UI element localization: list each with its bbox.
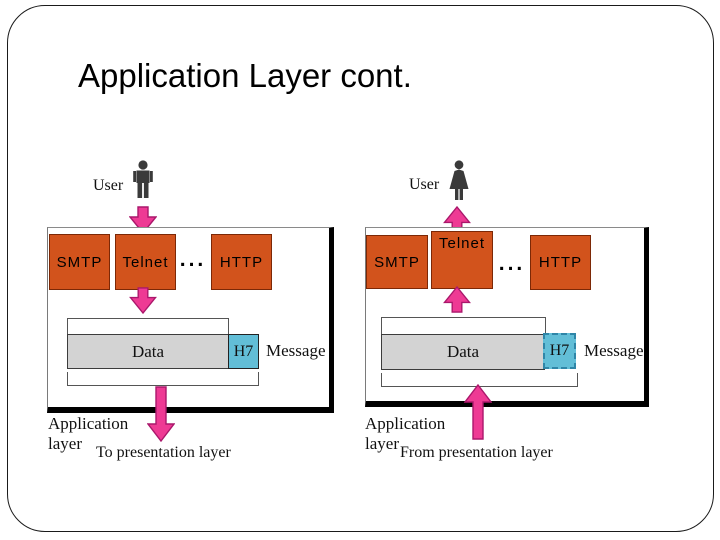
protocol-box-http: HTTP bbox=[211, 234, 272, 290]
h7-label: H7 bbox=[549, 342, 570, 359]
down-arrow-icon bbox=[129, 206, 157, 234]
female-user-icon bbox=[449, 160, 469, 200]
user-label: User bbox=[409, 176, 440, 193]
data-box: Data bbox=[381, 334, 545, 370]
protocol-box-telnet: Telnet bbox=[431, 231, 493, 289]
protocol-label: Telnet bbox=[122, 253, 169, 271]
protocol-box-smtp: SMTP bbox=[49, 234, 110, 290]
data-label: Data bbox=[131, 341, 165, 361]
slide-title: Application Layer cont. bbox=[78, 57, 412, 94]
ellipsis-label: ... bbox=[498, 252, 526, 275]
h7-label: H7 bbox=[233, 342, 254, 360]
layer-name-label: Application layer bbox=[365, 414, 445, 454]
flow-direction-label: From presentation layer bbox=[400, 444, 553, 461]
data-box: Data bbox=[67, 334, 229, 369]
data-extent-bracket bbox=[67, 318, 229, 335]
protocol-label: HTTP bbox=[538, 254, 583, 271]
layer-name-line1: Application bbox=[365, 414, 446, 433]
layer-name-line2: layer bbox=[48, 434, 82, 453]
h7-header-box: H7 bbox=[543, 333, 576, 369]
down-arrow-icon bbox=[129, 287, 157, 314]
layer-name-line1: Application bbox=[48, 414, 129, 433]
data-label: Data bbox=[446, 342, 480, 361]
message-label: Message bbox=[266, 341, 326, 360]
flow-direction-label: To presentation layer bbox=[96, 444, 231, 461]
protocol-box-http: HTTP bbox=[530, 235, 591, 290]
layer-name-line2: layer bbox=[365, 434, 399, 453]
protocol-box-smtp: SMTP bbox=[366, 235, 428, 289]
ellipsis-label: ... bbox=[179, 248, 207, 271]
protocol-label: SMTP bbox=[56, 253, 103, 271]
up-arrow-icon bbox=[443, 286, 471, 313]
protocol-label: Telnet bbox=[438, 235, 486, 252]
protocol-label: HTTP bbox=[219, 253, 264, 271]
up-arrow-icon bbox=[464, 384, 492, 440]
h7-header-box: H7 bbox=[228, 334, 259, 369]
slide-border bbox=[7, 5, 714, 532]
data-extent-bracket bbox=[381, 317, 546, 334]
male-user-icon bbox=[133, 160, 153, 198]
down-arrow-icon bbox=[147, 386, 175, 442]
protocol-label: SMTP bbox=[374, 253, 420, 271]
message-label: Message bbox=[584, 341, 644, 360]
layer-name-label: Application layer bbox=[48, 414, 128, 454]
user-label: User bbox=[93, 177, 124, 194]
application-layer-box bbox=[47, 227, 334, 413]
protocol-box-telnet: Telnet bbox=[115, 234, 176, 290]
message-extent-bracket bbox=[67, 372, 259, 386]
